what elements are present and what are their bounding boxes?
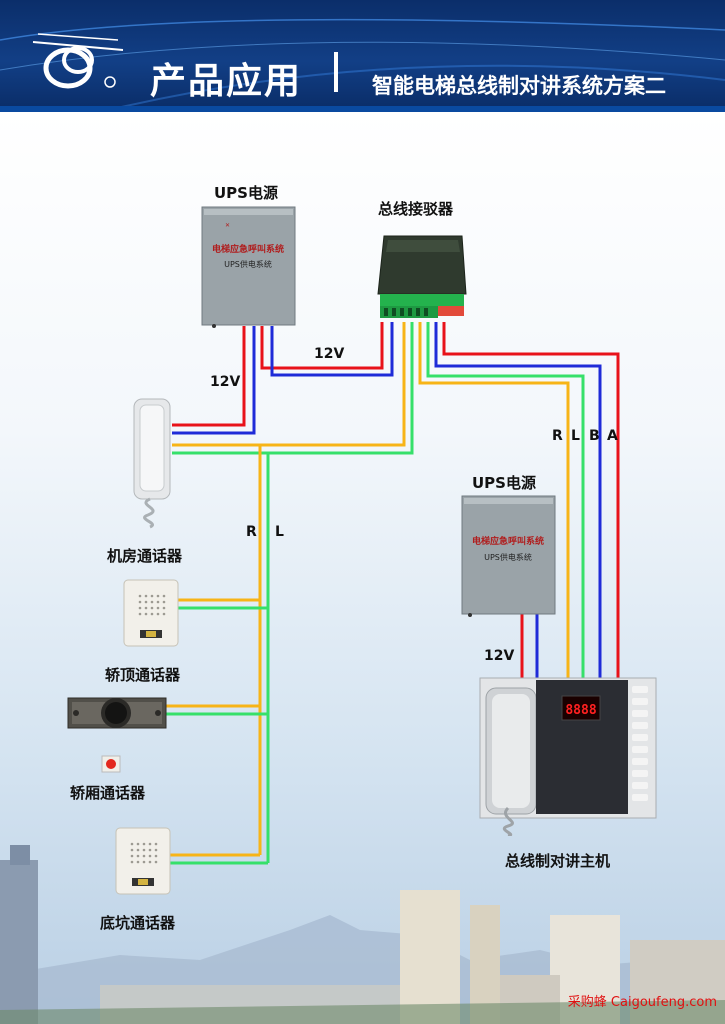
pit-intercom [115, 827, 171, 895]
host-label: 总线制对讲主机 [505, 852, 611, 870]
ups-bottom-line2: UPS供电系统 [484, 552, 532, 562]
label-l: L [275, 524, 284, 540]
wire-host-blue [434, 322, 602, 680]
label-bus-l: L [571, 428, 580, 444]
ups-bottom-box: 电梯应急呼叫系统 UPS供电系统 [461, 495, 556, 617]
pit-label: 底坑通话器 [100, 914, 176, 932]
junction-box [377, 235, 467, 318]
host-display: 8888 [565, 703, 596, 718]
car-top-intercom [123, 579, 179, 647]
watermark: 采购蜂 Caigoufeng.com [567, 995, 717, 1010]
ups-bottom-title: UPS电源 [472, 474, 536, 492]
ups-top-title: UPS电源 [214, 184, 278, 202]
company-logo [32, 33, 124, 89]
wire-ups-phone-red [172, 326, 246, 427]
wire-host-red [442, 322, 620, 680]
label-r: R [246, 524, 257, 540]
label-bus-b: B [589, 428, 600, 444]
ups-top-line1: 电梯应急呼叫系统 [212, 243, 284, 255]
label-12v-junction: 12V [314, 346, 345, 362]
ups-top-line2: UPS供电系统 [224, 259, 272, 269]
car-cabin-intercom [67, 697, 167, 773]
header-title: 产品应用 [150, 61, 303, 102]
junction-title: 总线接驳器 [378, 200, 454, 218]
car-top-label: 轿顶通话器 [105, 666, 181, 684]
label-12v-host: 12V [484, 648, 515, 664]
wire-junction-phone-green [172, 322, 414, 455]
svg-text:✕: ✕ [225, 222, 230, 229]
header-banner: 产品应用 智能电梯总线制对讲系统方案二 [0, 0, 725, 112]
wire-ups-junction-blue [270, 322, 394, 377]
wire-host-orange [418, 322, 570, 680]
host-console: 8888 [479, 677, 657, 836]
machine-room-label: 机房通话器 [107, 547, 183, 565]
ups-bottom-line1: 电梯应急呼叫系统 [472, 535, 544, 547]
machine-room-phone [133, 398, 171, 529]
label-12v-phone: 12V [210, 374, 241, 390]
wire-ups-junction-red [260, 322, 384, 370]
car-cabin-label: 轿厢通话器 [70, 784, 146, 802]
label-bus-r: R [552, 428, 563, 444]
wire-ups-phone-blue [172, 326, 256, 435]
header-subtitle: 智能电梯总线制对讲系统方案二 [372, 74, 666, 98]
wire-junction-phone-orange [172, 322, 406, 447]
label-bus-a: A [607, 428, 618, 444]
ups-top-box: 电梯应急呼叫系统 UPS供电系统 ✕ [201, 206, 296, 328]
header-separator [334, 52, 338, 92]
wire-host-green [426, 322, 585, 680]
